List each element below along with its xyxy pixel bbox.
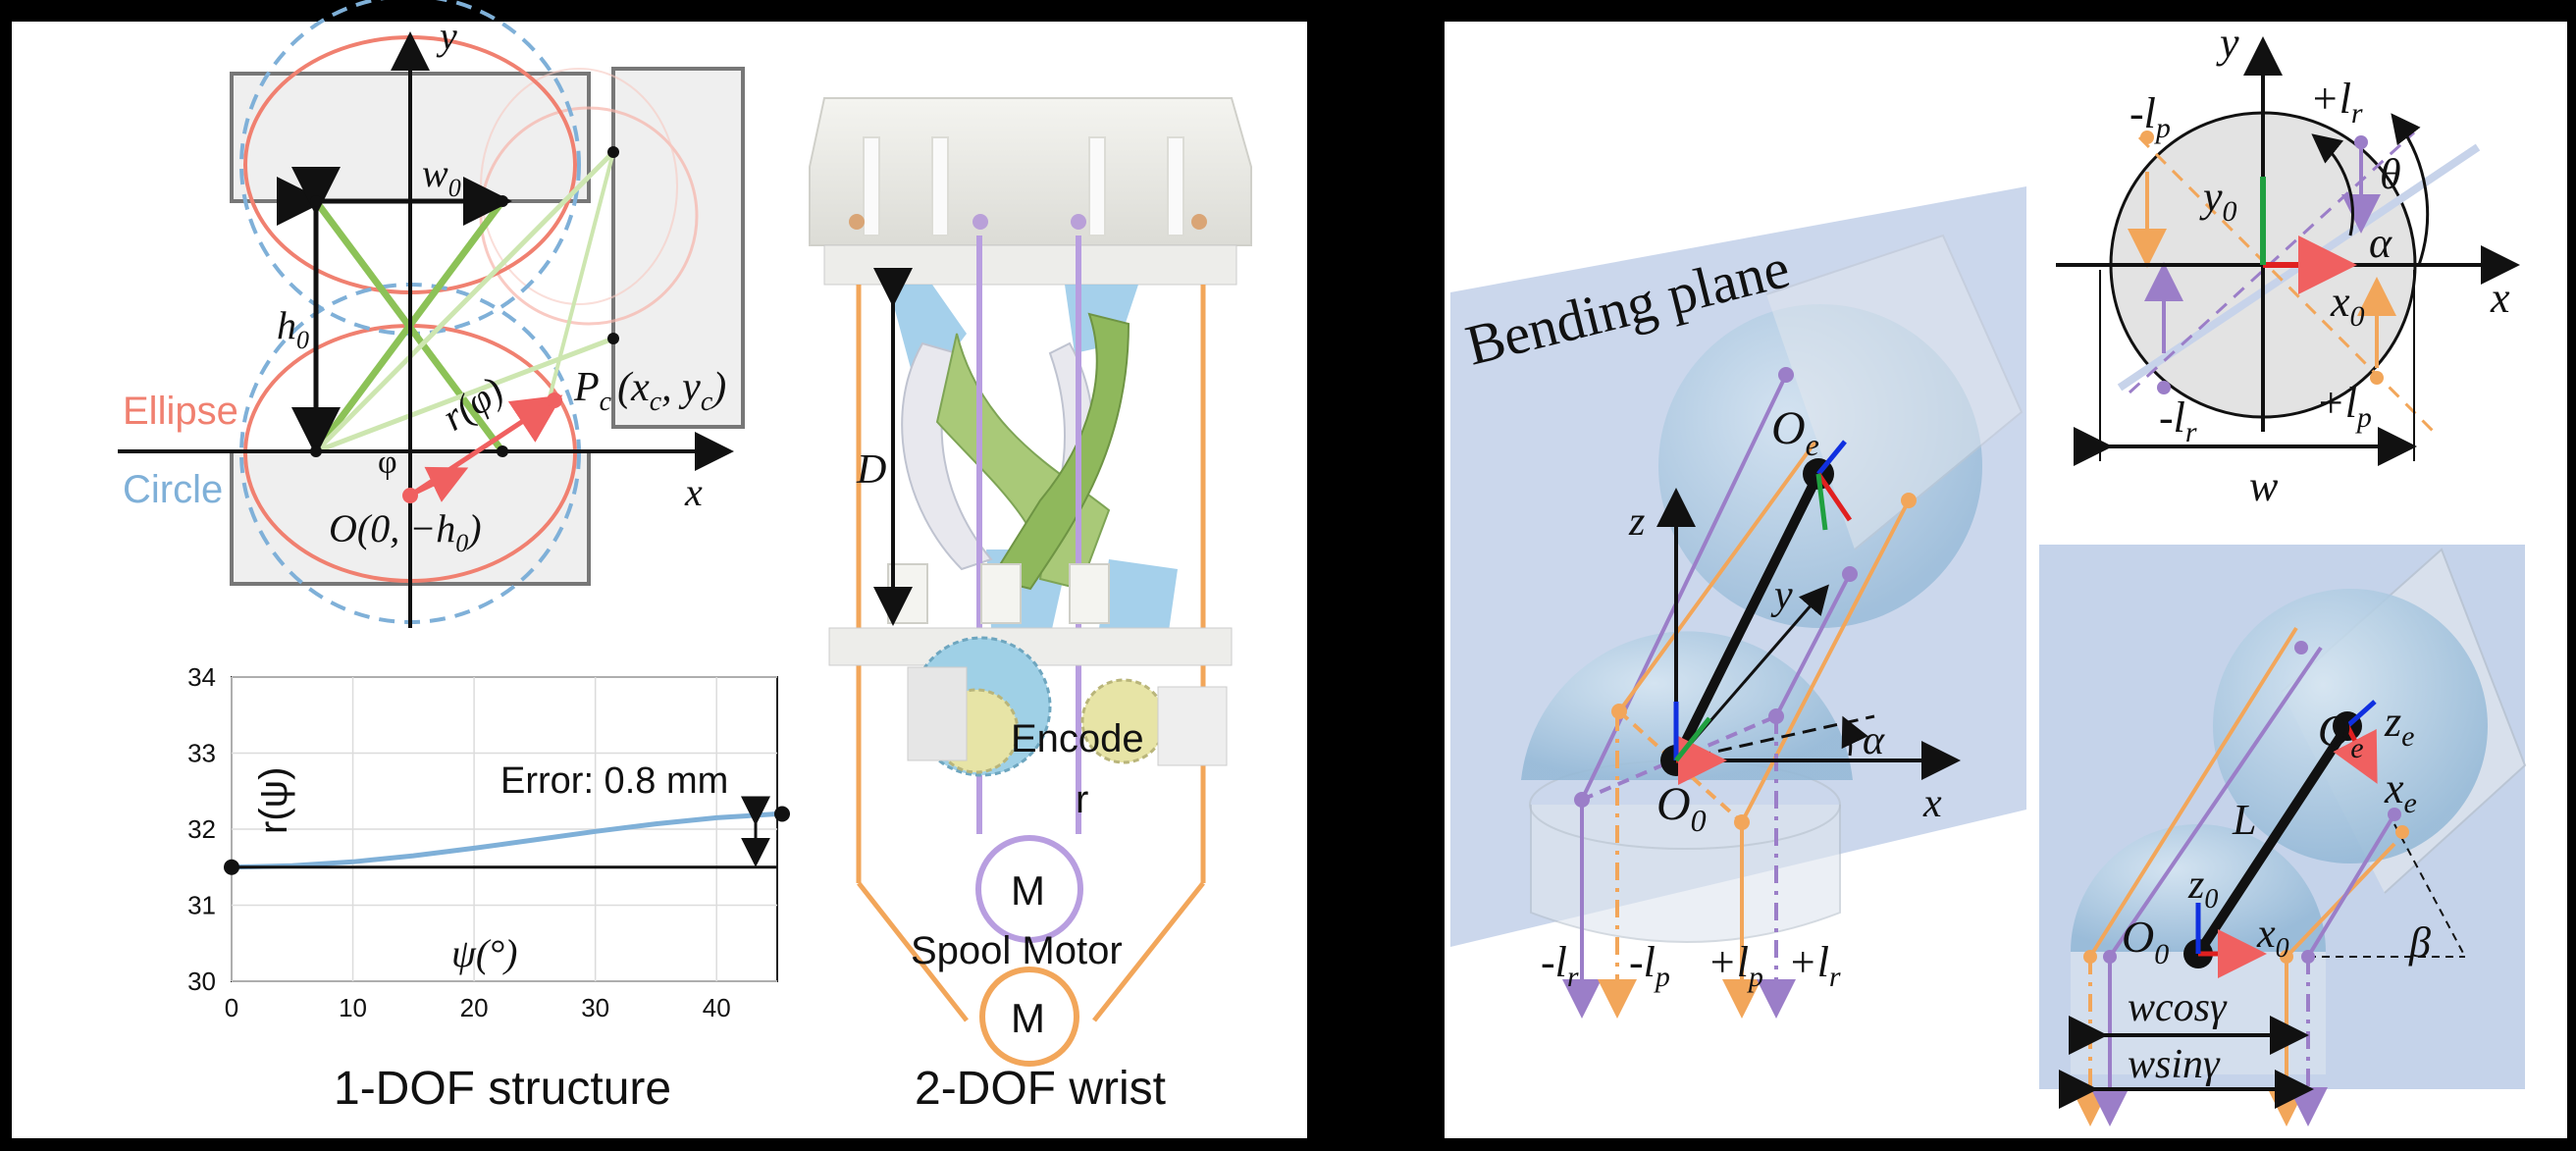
side-oe-label: Oe [2318, 706, 2364, 764]
chart-ticks: 0 10 20 30 40 30 31 32 33 34 [187, 662, 731, 1022]
y-tick-label: 33 [187, 739, 216, 768]
phi-label: φ [378, 445, 397, 481]
x-axis-label-3d: x [1922, 781, 1942, 826]
origin-label: O(0, −h0) [329, 506, 482, 557]
encoder-label: Encode [1011, 717, 1144, 760]
h0-label: h0 [277, 303, 309, 354]
y-tick-label: 32 [187, 814, 216, 844]
side-view-diagram: Oe ze xe L z0 O0 x0 β wcosγ wsinγ [2039, 545, 2527, 1126]
top-motor [975, 835, 1083, 943]
beta-label: β [2408, 918, 2431, 967]
y-tick-label: 30 [187, 967, 216, 996]
spool-motor-label: Spool Motor [911, 929, 1123, 972]
alpha-label-top: α [2369, 219, 2392, 267]
side-o0-label: O0 [2122, 912, 2169, 970]
bottom-motor-label: M [1011, 995, 1045, 1041]
bottom-motor [979, 967, 1079, 1067]
start-point [224, 859, 239, 875]
top-w-label: w [2249, 462, 2279, 510]
chart-xlabel: ψ(°) [451, 931, 517, 975]
end-point [774, 806, 790, 822]
middle-caption: 2-DOF wrist [915, 1063, 1166, 1115]
top-view-diagram: y x y0 x0 θ α -lp +lr -lr +lp w [2056, 19, 2520, 510]
alpha-label-3d: α [1863, 718, 1885, 763]
o0-label: O0 [1656, 778, 1707, 838]
top-plus-lr: +lr [2310, 75, 2363, 130]
d-label: D [856, 447, 886, 493]
cable-plus-lr: +lr [1788, 938, 1841, 993]
ellipse-legend: Ellipse [123, 390, 238, 433]
oe-label: Oe [1771, 402, 1819, 462]
x-tick-label: 30 [581, 993, 609, 1022]
side-link-box [611, 67, 745, 429]
w0-label: w0 [422, 151, 461, 202]
top-x-label: x [2490, 274, 2510, 322]
series-line [231, 811, 778, 870]
one-dof-diagram: y x w0 h0 r(φ) φ Pc(xc, yc) Ellipse Circ… [118, 0, 745, 628]
side-xe-label: xe [2384, 764, 2417, 819]
x-tick-label: 40 [703, 993, 731, 1022]
y-tick-label: 34 [187, 662, 216, 692]
top-minus-lp: -lp [2129, 89, 2171, 144]
side-x0-label: x0 [2256, 912, 2289, 964]
side-z0-label: z0 [2187, 863, 2218, 915]
cable-minus-lr: -lr [1541, 938, 1579, 993]
circle-legend: Circle [123, 468, 223, 511]
wrist-illustration: D Encode r M M Spool Motor [809, 97, 1252, 1067]
y-axis-label: y [436, 14, 457, 58]
top-plus-lp: +lp [2316, 379, 2372, 434]
top-motor-label: M [1011, 867, 1045, 914]
y-axis-label-3d: y [1770, 573, 1793, 618]
cable-plus-lp: +lp [1708, 938, 1763, 993]
top-y-label: y [2216, 19, 2239, 67]
top-x0-label: x0 [2330, 278, 2365, 333]
bending-plane-view: Bending plane [1450, 186, 2026, 1019]
theta-label: θ [2380, 150, 2401, 198]
upper-plate [823, 244, 1237, 286]
left-caption: 1-DOF structure [334, 1063, 671, 1115]
pc-label: Pc(xc, yc) [573, 365, 726, 417]
chart-grid [231, 676, 777, 982]
encoder-label-r: r [1076, 778, 1088, 821]
top-minus-lr: -lr [2159, 393, 2197, 448]
cable-minus-lp: -lp [1629, 938, 1670, 993]
side-ze-label: ze [2384, 698, 2414, 753]
x-axis-label: x [684, 470, 703, 514]
chart-ylabel: r(ψ) [252, 767, 295, 834]
r-psi-chart: 0 10 20 30 40 30 31 32 33 34 Error: 0.8 mm ψ(°) r… [187, 662, 790, 1022]
wcos-label: wcosγ [2128, 985, 2228, 1030]
z-axis-label: z [1628, 499, 1645, 545]
y-tick-label: 31 [187, 891, 216, 920]
error-annotation: Error: 0.8 mm [500, 760, 728, 802]
top-cap [809, 97, 1252, 246]
x-tick-label: 20 [460, 993, 489, 1022]
side-l-label: L [2232, 796, 2256, 844]
x-tick-label: 10 [339, 993, 367, 1022]
wsin-label: wsinγ [2128, 1042, 2221, 1087]
x-tick-label: 0 [225, 993, 238, 1022]
top-y0-label: y0 [2199, 173, 2237, 228]
